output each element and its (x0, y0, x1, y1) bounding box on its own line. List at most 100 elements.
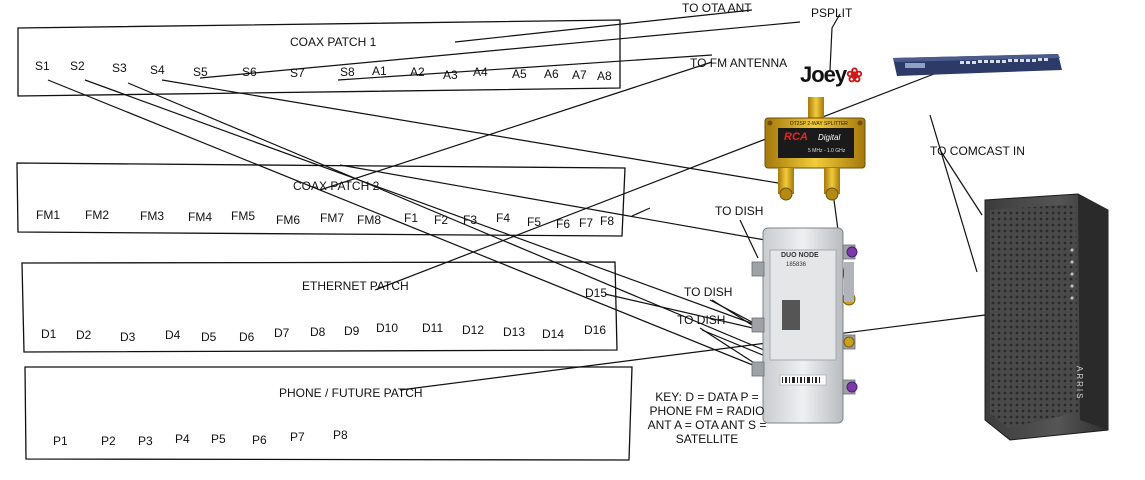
port-f8: F8 (600, 214, 615, 228)
port-s6: S6 (242, 65, 257, 79)
port-fm6: FM6 (276, 213, 300, 227)
duo-node-code: 185836 (786, 262, 807, 268)
port-d6: D6 (239, 330, 255, 344)
port-d8: D8 (310, 325, 326, 339)
wire-ota (454, 9, 753, 43)
port-d2: D2 (76, 328, 92, 342)
port-a2: A2 (410, 65, 425, 79)
port-s3: S3 (112, 61, 127, 75)
port-d9: D9 (344, 324, 360, 338)
port-d13: D13 (503, 325, 526, 339)
wire-s1-dish3 (47, 79, 766, 371)
port-p6: P6 (252, 433, 267, 447)
port-fm1: FM1 (36, 208, 60, 222)
port-s5: S5 (193, 65, 208, 79)
port-d4: D4 (165, 328, 181, 342)
kangaroo-icon: ❀ (846, 65, 863, 87)
port-p3: P3 (138, 434, 153, 448)
port-a1: A1 (372, 64, 387, 78)
port-d5: D5 (201, 330, 217, 344)
port-a6: A6 (544, 67, 559, 81)
label-to-dish-1: TO DISH (715, 204, 764, 218)
wire-psplit (829, 13, 841, 71)
port-d7: D7 (274, 326, 290, 340)
port-p1: P1 (53, 434, 68, 448)
wire-coax2-fm (319, 61, 713, 191)
duo-node-device (751, 227, 858, 424)
port-s2: S2 (70, 59, 85, 73)
port-a8: A8 (597, 69, 612, 83)
port-a7: A7 (572, 68, 587, 82)
label-psplit: PSPLIT (811, 6, 853, 20)
port-d15: D15 (585, 286, 608, 300)
coax-patch-2-outline (16, 162, 626, 237)
coax-patch-1-outline (17, 19, 621, 97)
port-p8: P8 (333, 428, 348, 442)
port-f3: F3 (463, 213, 478, 227)
port-d10: D10 (376, 321, 399, 335)
coax-patch-1-title: COAX PATCH 1 (290, 35, 377, 49)
cable-modem-device (984, 193, 1109, 441)
wire-ethernet-switch (374, 61, 966, 291)
network-switch-device (893, 54, 1062, 76)
wire-s4-splitter (161, 79, 791, 186)
ethernet-patch-title: ETHERNET PATCH (302, 279, 409, 293)
port-f6: F6 (556, 217, 571, 231)
port-s1: S1 (35, 59, 50, 73)
port-p5: P5 (211, 432, 226, 446)
modem-brand: ARRIS (1075, 366, 1084, 401)
coax-splitter-device (764, 97, 866, 201)
phone-patch-title: PHONE / FUTURE PATCH (279, 386, 423, 400)
wire-s3-node (127, 82, 853, 388)
label-to-dish-2: TO DISH (684, 285, 733, 299)
port-f1: F1 (404, 211, 419, 225)
wire-dish3b (701, 329, 771, 359)
port-d11: D11 (422, 321, 444, 335)
phone-patch-outline (24, 366, 633, 461)
wire-s5-ota (199, 21, 801, 79)
wire-s2-dish2 (84, 79, 771, 331)
port-d3: D3 (120, 330, 136, 344)
wire-dish1 (739, 219, 759, 259)
wire-dish3a (699, 327, 763, 369)
port-f2: F2 (434, 213, 449, 227)
port-fm8: FM8 (357, 213, 381, 227)
port-fm7: FM7 (320, 211, 344, 225)
wire-comcast-a (929, 114, 978, 273)
port-a5: A5 (512, 67, 527, 81)
label-to-dish-3: TO DISH (677, 313, 726, 327)
joey-logo: Joey❀ (800, 62, 863, 88)
wire-f8-tick (631, 207, 651, 217)
port-a4: A4 (473, 65, 488, 79)
port-a3: A3 (443, 68, 458, 82)
port-p7: P7 (290, 430, 305, 444)
wire-comcast-b (939, 149, 983, 216)
joey-logo-text: Joey (800, 62, 847, 87)
port-s7: S7 (290, 66, 305, 80)
legend-key: KEY: D = DATA P = PHONE FM = RADIO ANT A… (647, 390, 767, 446)
port-fm5: FM5 (231, 209, 255, 223)
duo-node-title: DUO NODE (781, 252, 819, 259)
port-s4: S4 (150, 63, 165, 77)
port-f5: F5 (527, 215, 542, 229)
port-d1: D1 (41, 327, 57, 341)
port-d12: D12 (462, 323, 485, 337)
label-to-fm-antenna: TO FM ANTENNA (690, 56, 788, 70)
splitter-model-label: DT2SP 2-WAY SPLITTER (790, 121, 848, 127)
port-s8: S8 (340, 65, 355, 79)
ethernet-patch-outline (21, 261, 618, 353)
label-to-comcast-in: TO COMCAST IN (930, 144, 1025, 158)
port-f4: F4 (496, 211, 511, 225)
port-p4: P4 (175, 432, 190, 446)
wire-phone-modem (399, 314, 986, 391)
port-f7: F7 (579, 216, 594, 230)
splitter-frequency: 5 MHz - 1.0 GHz (808, 148, 846, 154)
label-to-ota-ant: TO OTA ANT (682, 1, 752, 15)
port-fm4: FM4 (188, 210, 212, 224)
port-fm2: FM2 (85, 208, 109, 222)
port-d14: D14 (542, 327, 565, 341)
port-fm3: FM3 (140, 209, 164, 223)
port-d16: D16 (584, 323, 607, 337)
splitter-sub: Digital (818, 133, 841, 142)
